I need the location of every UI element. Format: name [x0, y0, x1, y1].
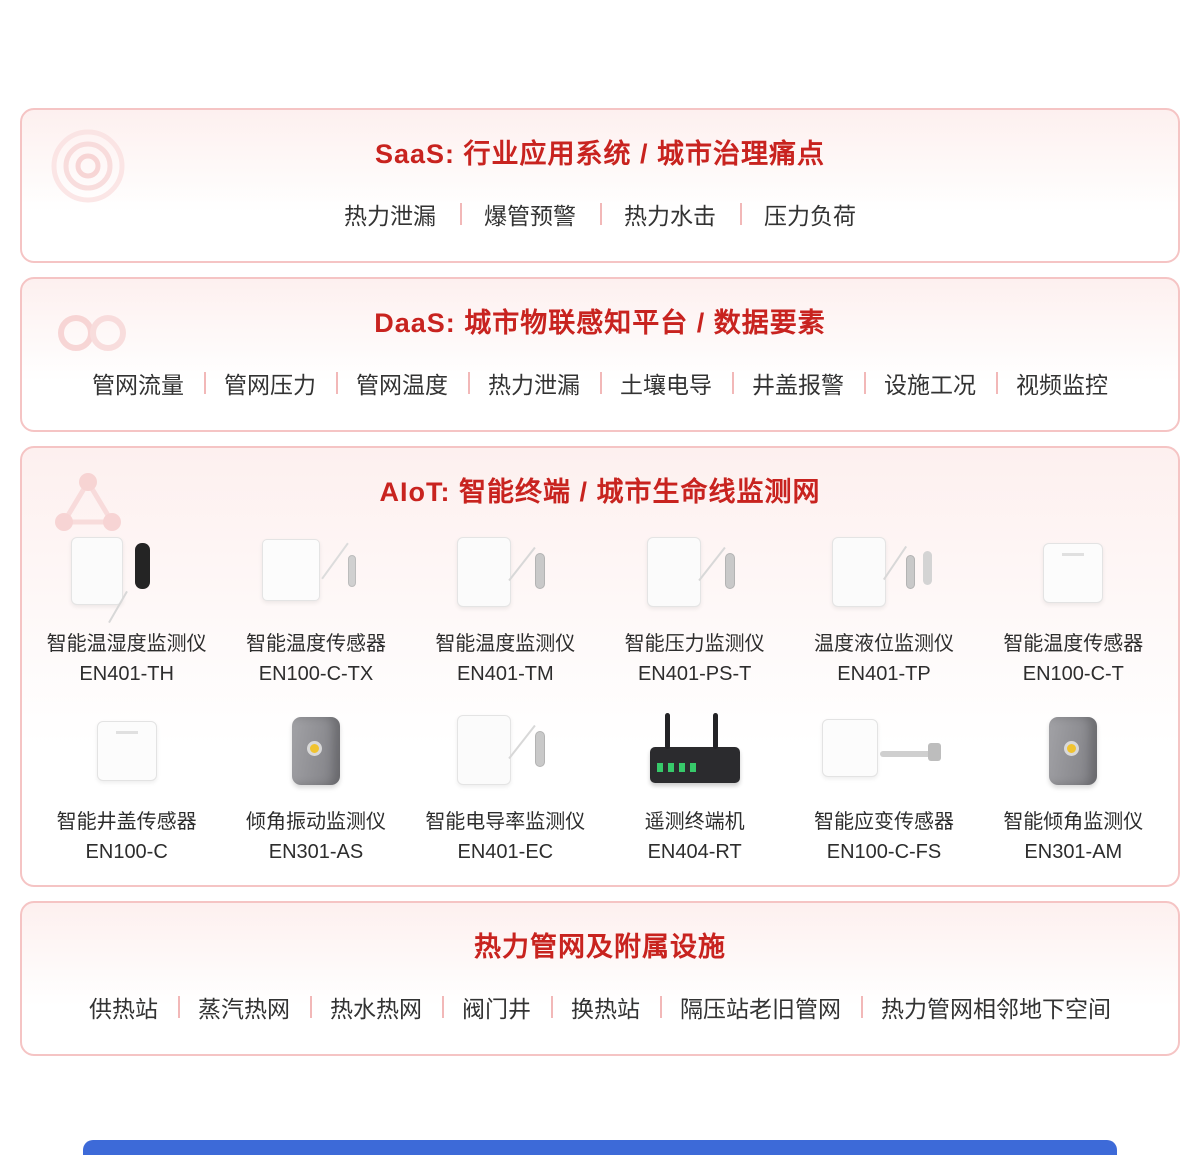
device-image	[425, 705, 585, 803]
tag-item: 热力管网相邻地下空间	[861, 990, 1131, 1024]
tag-item: 爆管预警	[460, 197, 600, 231]
tag-item: 蒸汽热网	[178, 990, 310, 1024]
product-card: 智能温湿度监测仪 EN401-TH	[32, 525, 221, 689]
device-image	[804, 705, 964, 803]
product-name: 智能电导率监测仪	[425, 811, 586, 833]
tag-item: 压力负荷	[740, 197, 880, 231]
aiot-section: AIoT: 智能终端 / 城市生命线监测网 智能温湿度监测仪 EN401-TH …	[20, 446, 1180, 887]
product-model: EN301-AS	[268, 841, 364, 863]
device-image	[615, 527, 775, 625]
tag-item: 阀门井	[442, 990, 551, 1024]
product-model: EN100-C	[85, 841, 168, 863]
device-image	[615, 705, 775, 803]
tag-item: 设施工况	[864, 366, 996, 400]
product-name: 智能温度传感器	[1003, 633, 1144, 655]
product-card: 智能应变传感器 EN100-C-FS	[789, 703, 978, 867]
product-name: 遥测终端机	[644, 811, 745, 833]
daas-title: DaaS: 城市物联感知平台 / 数据要素	[374, 308, 826, 338]
product-model: EN100-C-TX	[258, 663, 374, 685]
product-name: 智能温度传感器	[245, 633, 386, 655]
device-image	[804, 527, 964, 625]
device-image	[425, 527, 585, 625]
product-card: 遥测终端机 EN404-RT	[600, 703, 789, 867]
product-name: 智能应变传感器	[813, 811, 954, 833]
tag-item: 视频监控	[996, 366, 1128, 400]
tag-item: 土壤电导	[600, 366, 732, 400]
product-model: EN401-PS-T	[637, 663, 752, 685]
device-image	[47, 527, 207, 625]
product-name: 智能温湿度监测仪	[46, 633, 207, 655]
product-card: 倾角振动监测仪 EN301-AS	[221, 703, 410, 867]
daas-items: 管网流量管网压力管网温度热力泄漏土壤电导井盖报警设施工况视频监控	[22, 366, 1178, 400]
tag-item: 井盖报警	[732, 366, 864, 400]
device-image	[993, 527, 1153, 625]
tag-item: 热力水击	[600, 197, 740, 231]
tag-item: 隔压站老旧管网	[660, 990, 861, 1024]
product-name: 智能倾角监测仪	[1003, 811, 1144, 833]
tag-item: 热力泄漏	[468, 366, 600, 400]
pipeline-title: 热力管网及附属设施	[474, 932, 726, 962]
product-name: 智能井盖传感器	[56, 811, 197, 833]
tag-item: 管网流量	[92, 372, 184, 398]
product-name: 温度液位监测仪	[813, 633, 954, 655]
product-name: 智能压力监测仪	[624, 633, 765, 655]
tag-item: 管网压力	[204, 366, 336, 400]
product-model: EN100-C-FS	[826, 841, 942, 863]
product-model: EN301-AM	[1024, 841, 1123, 863]
product-model: EN404-RT	[647, 841, 742, 863]
tag-item: 热力泄漏	[344, 203, 436, 229]
device-image	[236, 527, 396, 625]
product-grid: 智能温湿度监测仪 EN401-TH 智能温度传感器 EN100-C-TX 智能温	[22, 515, 1178, 885]
product-card: 智能温度传感器 EN100-C-TX	[221, 525, 410, 689]
aiot-title: AIoT: 智能终端 / 城市生命线监测网	[379, 477, 821, 507]
device-image	[236, 705, 396, 803]
device-image	[47, 705, 207, 803]
product-card: 温度液位监测仪 EN401-TP	[789, 525, 978, 689]
tag-item: 管网温度	[336, 366, 468, 400]
tag-item: 换热站	[551, 990, 660, 1024]
product-model: EN401-TP	[837, 663, 931, 685]
product-card: 智能倾角监测仪 EN301-AM	[979, 703, 1168, 867]
device-image	[993, 705, 1153, 803]
next-section-edge	[83, 1140, 1117, 1155]
product-model: EN401-EC	[457, 841, 554, 863]
product-card: 智能电导率监测仪 EN401-EC	[411, 703, 600, 867]
product-model: EN401-TH	[79, 663, 174, 685]
product-card: 智能井盖传感器 EN100-C	[32, 703, 221, 867]
pipeline-items: 供热站蒸汽热网热水热网阀门井换热站隔压站老旧管网热力管网相邻地下空间	[22, 990, 1178, 1024]
product-card: 智能温度传感器 EN100-C-T	[979, 525, 1168, 689]
product-card: 智能压力监测仪 EN401-PS-T	[600, 525, 789, 689]
product-name: 智能温度监测仪	[435, 633, 576, 655]
tag-item: 热水热网	[310, 990, 442, 1024]
daas-section: DaaS: 城市物联感知平台 / 数据要素 管网流量管网压力管网温度热力泄漏土壤…	[20, 277, 1180, 432]
product-card: 智能温度监测仪 EN401-TM	[411, 525, 600, 689]
product-model: EN401-TM	[456, 663, 554, 685]
product-name: 倾角振动监测仪	[245, 811, 386, 833]
saas-items: 热力泄漏爆管预警热力水击压力负荷	[22, 197, 1178, 231]
saas-section: SaaS: 行业应用系统 / 城市治理痛点 热力泄漏爆管预警热力水击压力负荷	[20, 108, 1180, 263]
saas-title: SaaS: 行业应用系统 / 城市治理痛点	[374, 139, 826, 169]
product-model: EN100-C-T	[1022, 663, 1124, 685]
pipeline-section: 热力管网及附属设施 供热站蒸汽热网热水热网阀门井换热站隔压站老旧管网热力管网相邻…	[20, 901, 1180, 1056]
tag-item: 供热站	[89, 996, 158, 1022]
